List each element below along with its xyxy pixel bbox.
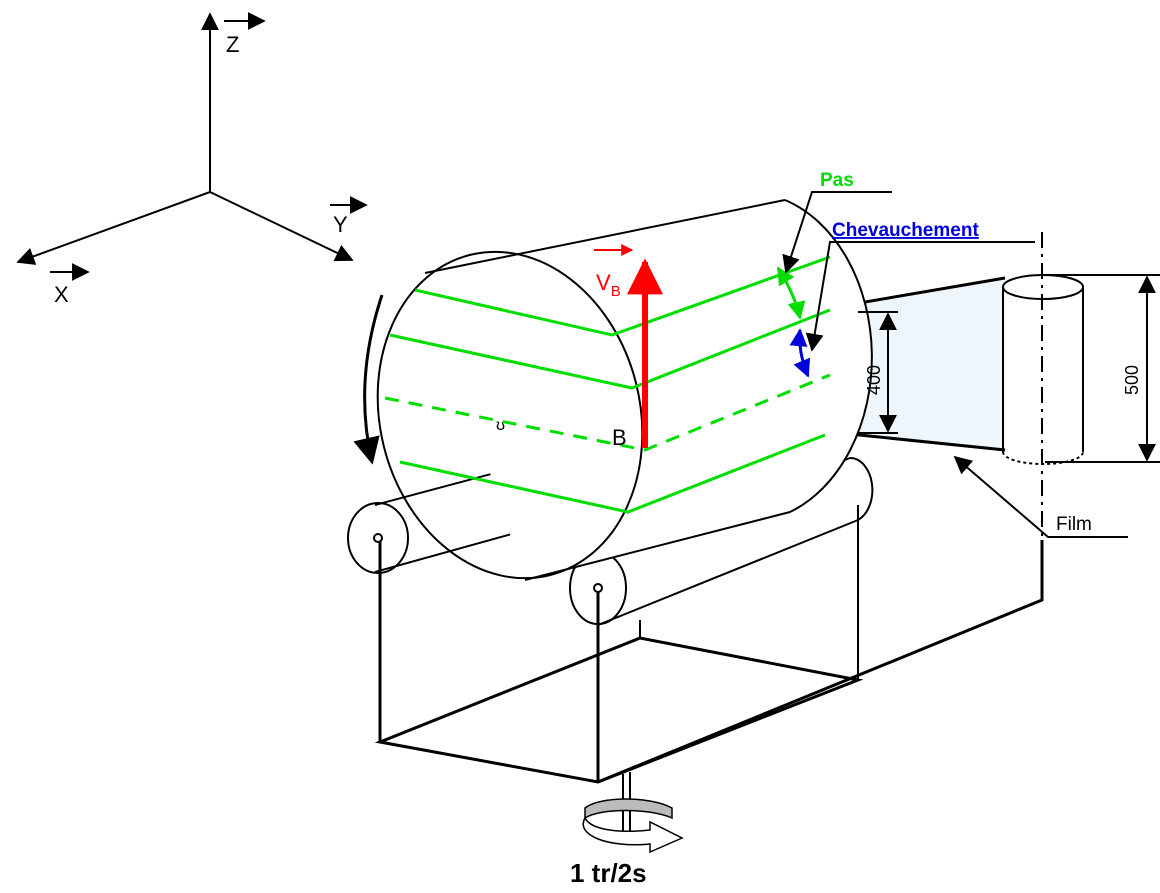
y-axis-label: Y xyxy=(333,212,348,237)
film-label: Film xyxy=(1056,514,1092,535)
y-axis xyxy=(209,191,354,262)
film-bottom-edge xyxy=(829,430,1006,452)
roller-right-back-end xyxy=(849,456,874,521)
table-base xyxy=(374,636,864,784)
roller-left-end xyxy=(347,502,409,574)
rotation-band-back xyxy=(584,798,673,820)
roller-right-axle xyxy=(593,583,603,593)
dimension-400: 400 xyxy=(858,311,898,434)
drum: ʊ xyxy=(353,199,873,581)
chevauchement-label: Chevauchement xyxy=(832,220,979,241)
rotation-band-front xyxy=(582,816,684,854)
table-rotation: 1 tr/2s xyxy=(570,798,684,888)
dim-500-label: 500 xyxy=(1122,365,1142,395)
dimension-500: 500 xyxy=(1045,274,1160,463)
z-axis-label: Z xyxy=(226,32,239,57)
film-annotation: Film xyxy=(953,455,1128,538)
pas-dimension-arrow xyxy=(776,266,806,320)
chevauchement-annotation: Chevauchement xyxy=(789,220,1035,378)
rotation-speed-label: 1 tr/2s xyxy=(570,858,647,888)
drum-body xyxy=(425,200,872,580)
drum-center-mark: ʊ xyxy=(496,417,505,434)
wrap-line-2 xyxy=(389,308,831,390)
x-axis-label: X xyxy=(54,282,69,307)
dim-400-label: 400 xyxy=(864,365,884,395)
velocity-label: VB xyxy=(596,270,621,300)
chevauchement-leader xyxy=(805,241,1035,352)
film-roll-bottom xyxy=(1002,451,1084,465)
pas-annotation: Pas xyxy=(776,170,892,320)
x-axis xyxy=(16,191,211,265)
film-band xyxy=(830,278,1005,450)
coordinate-axes: Z Y X xyxy=(16,12,368,307)
point-b-label: B xyxy=(612,425,627,450)
pas-label: Pas xyxy=(820,170,854,191)
drum-top-edge xyxy=(424,199,786,274)
chevauchement-dimension-arrow xyxy=(789,328,811,378)
wrap-line-dashed xyxy=(384,373,831,452)
wrap-line-1 xyxy=(414,255,831,337)
film-leader xyxy=(953,455,1128,538)
film-support-frame xyxy=(597,540,1044,784)
drum-back-rim xyxy=(784,199,873,513)
drum-front-face xyxy=(376,250,644,580)
roller-left-axle xyxy=(373,533,383,543)
drum-rotation-arrow xyxy=(353,294,384,465)
film-roll-top xyxy=(1002,274,1084,300)
base-frame xyxy=(374,505,1044,832)
wrap-lines xyxy=(384,255,831,514)
wrap-line-4 xyxy=(399,433,826,514)
roller-right-bottom-edge xyxy=(597,519,859,626)
pas-leader xyxy=(782,191,892,274)
film-roll xyxy=(1002,232,1084,540)
